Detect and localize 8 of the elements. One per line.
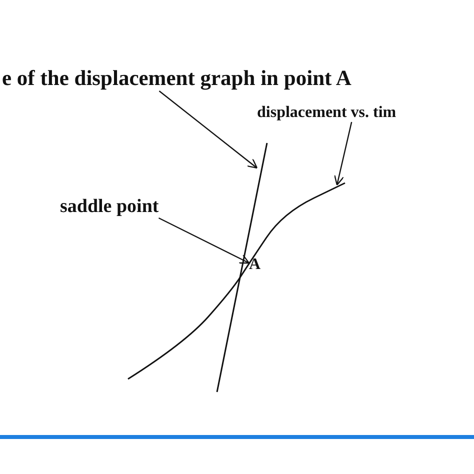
leader-line bbox=[334, 122, 352, 186]
title-text: e of the displacement graph in point A bbox=[2, 66, 352, 91]
point-label: saddle point bbox=[60, 196, 159, 218]
curve-label: displacement vs. tim bbox=[257, 104, 396, 122]
leader-line bbox=[158, 90, 258, 169]
point-letter: A bbox=[249, 256, 261, 274]
tangent-line bbox=[216, 142, 268, 392]
leader-line bbox=[158, 217, 250, 264]
